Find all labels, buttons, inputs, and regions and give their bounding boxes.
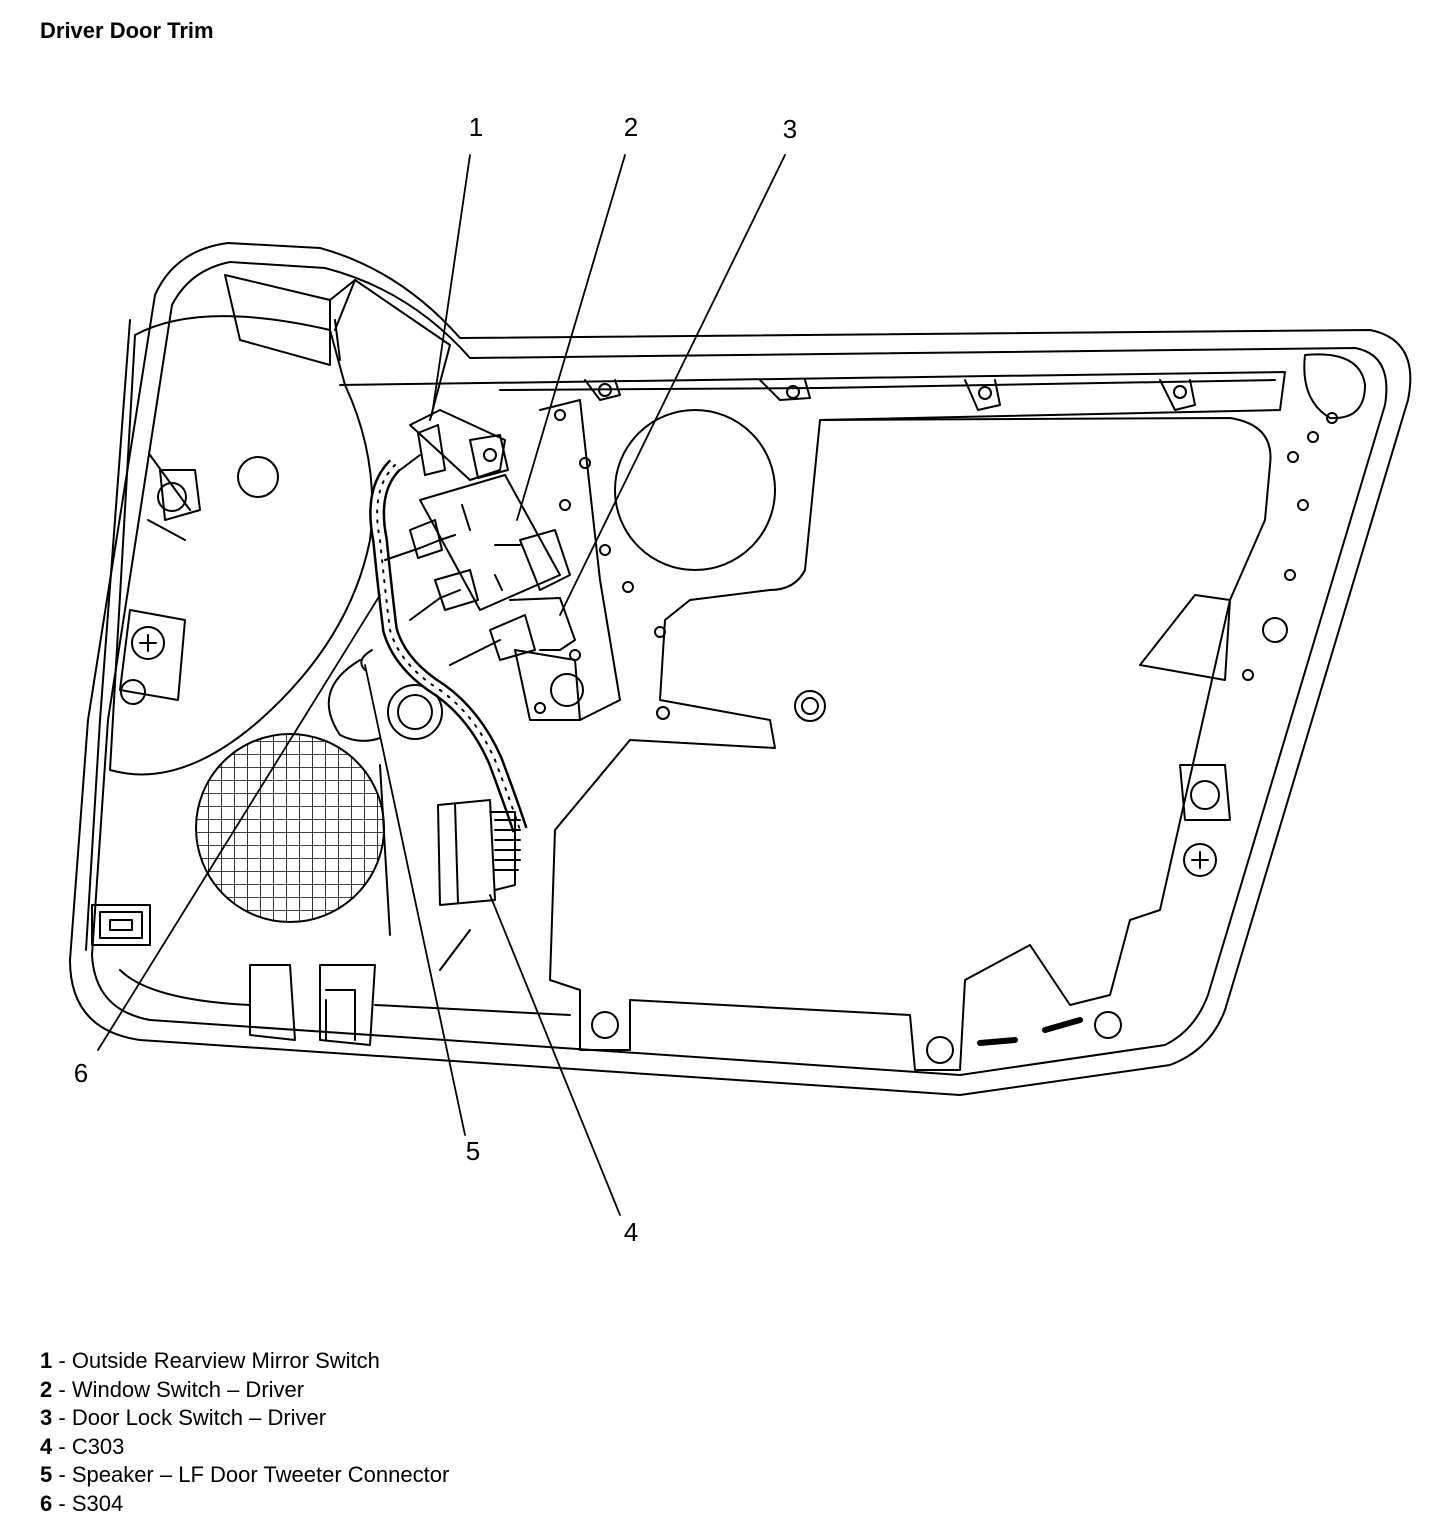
tweeter-recess: [327, 659, 443, 742]
legend-text: Speaker – LF Door Tweeter Connector: [71, 1462, 450, 1488]
legend-number: 1: [40, 1348, 53, 1373]
legend-text: Door Lock Switch – Driver: [71, 1405, 327, 1431]
switch-assembly: [409, 409, 581, 721]
legend-item: 4 - C303: [40, 1433, 449, 1462]
legend-separator: -: [52, 1405, 72, 1431]
legend-text: C303: [71, 1433, 125, 1459]
door-panel-outline: [69, 242, 1412, 1096]
legend-item: 3 - Door Lock Switch – Driver: [40, 1404, 449, 1433]
c303-connector: [437, 799, 521, 906]
legend-separator: -: [52, 1433, 72, 1459]
legend-separator: -: [52, 1462, 72, 1488]
leader-line-2: [516, 154, 626, 521]
speaker-cutout: [539, 353, 1366, 877]
lower-pocket: [91, 764, 571, 1046]
callout-5: 5: [465, 1136, 481, 1166]
leader-line-6: [97, 594, 381, 1051]
callout-3: 3: [782, 114, 798, 144]
legend-number: 2: [40, 1376, 53, 1402]
legend-number: 4: [40, 1433, 53, 1459]
upper-pocket: [109, 274, 451, 776]
callout-6: 6: [73, 1058, 89, 1088]
legend-item: 6 - S304: [40, 1490, 449, 1519]
legend-text: S304: [71, 1490, 124, 1516]
legend-text: Outside Rearview Mirror Switch: [71, 1348, 380, 1373]
legend-list: 1 - Outside Rearview Mirror Switch 2 - W…: [40, 1347, 449, 1519]
diagram-title: Driver Door Trim: [40, 18, 214, 43]
leader-line-4: [489, 894, 621, 1216]
legend-number: 6: [40, 1490, 53, 1516]
screw-holes: [534, 409, 1338, 720]
speaker-grille: [195, 733, 385, 923]
callout-4: 4: [623, 1217, 639, 1247]
leader-line-3: [559, 154, 786, 616]
leader-lines: [97, 154, 786, 1216]
legend-item: 2 - Window Switch – Driver: [40, 1376, 449, 1405]
legend-separator: -: [52, 1376, 72, 1402]
callout-2: 2: [623, 112, 639, 142]
legend-separator: -: [52, 1348, 72, 1373]
wiring-harness: [360, 454, 528, 833]
legend-text: Window Switch – Driver: [71, 1376, 305, 1402]
legend-item: 5 - Speaker – LF Door Tweeter Connector: [40, 1461, 449, 1490]
legend-separator: -: [52, 1490, 72, 1516]
leader-line-1: [431, 154, 471, 416]
legend-number: 5: [40, 1462, 53, 1488]
legend-item: 1 - Outside Rearview Mirror Switch: [40, 1347, 449, 1376]
callout-1: 1: [468, 112, 484, 142]
legend-number: 3: [40, 1405, 53, 1431]
inner-frame: [339, 371, 1286, 1071]
leader-line-5: [364, 664, 466, 1136]
